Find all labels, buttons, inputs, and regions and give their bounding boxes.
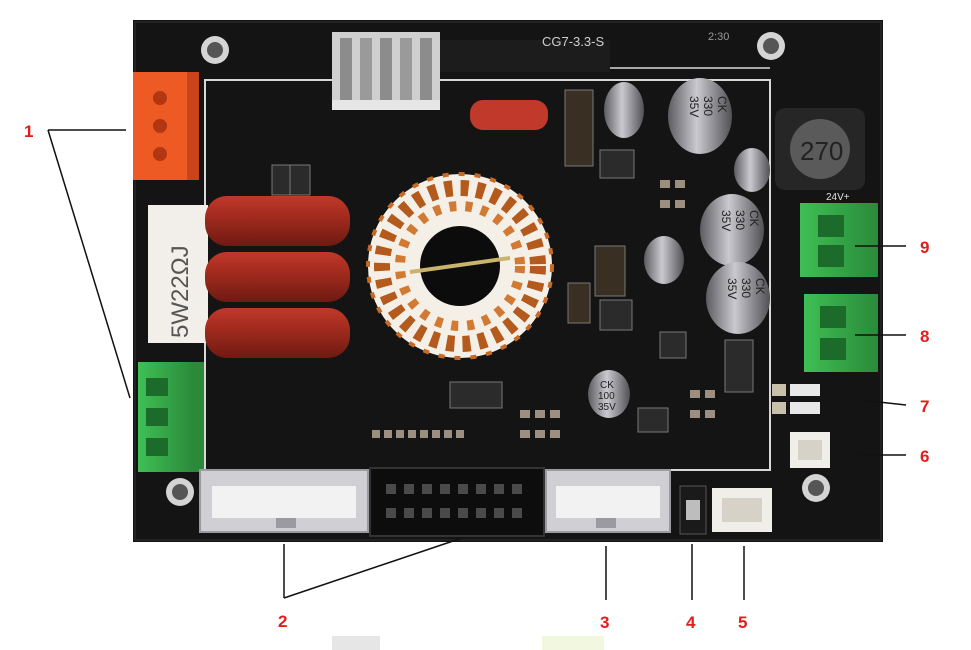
capacitor-small [734,148,770,192]
callout-5: 5 [738,613,747,632]
cap-text: 330 [701,96,715,116]
cap-text: 35V [719,210,733,231]
callout-6: 6 [920,447,929,466]
jst-connector [712,488,772,532]
power-resistor [205,196,350,246]
orange-terminal-block [133,72,199,180]
callout-8: 8 [920,327,929,346]
capacitor-small [604,82,644,138]
svg-text:35V: 35V [725,278,739,299]
svg-text:CK: CK [600,380,614,391]
svg-text:CK: CK [753,278,767,295]
cap-text: 330 [739,278,753,298]
heatsink [332,32,440,110]
green-terminal-3pin [138,362,204,472]
callout-1: 1 [24,122,33,141]
cap-text: 35V [598,402,616,413]
svg-text:35V: 35V [687,96,701,117]
svg-text:35V: 35V [719,210,733,231]
svg-text:CK: CK [747,210,761,227]
cement-resistor: 5W22ΩJ [148,205,208,343]
callout-3: 3 [600,613,609,632]
capacitor-large: CK 330 35V [706,262,770,334]
capacitor-large: CK 330 35V [668,78,732,154]
small-red-component [470,100,548,130]
svg-text:100: 100 [598,391,615,402]
bottom-artifact [542,636,604,650]
power-resistor [205,308,350,358]
mounting-hole [757,32,785,60]
smd-components [271,89,754,433]
silkscreen-code: 2:30 [708,31,729,43]
idc-header-black [369,467,545,537]
led-indicators [772,384,820,414]
small-jst-connector [790,432,830,468]
idc-header-grey-small [545,469,671,533]
inductor-label: 270 [800,136,843,166]
svg-text:35V: 35V [598,402,616,413]
smd-pads [372,180,715,438]
callout-9: 9 [920,238,929,257]
cap-text: CK [747,210,761,227]
capacitor-small: CK 100 35V [588,370,630,418]
silkscreen-model: CG7-3.3-S [542,34,604,49]
svg-text:330: 330 [733,210,747,230]
green-terminal-2pin: 24V+ [800,192,878,277]
green-terminal-2pin [804,294,878,372]
mounting-hole [166,478,194,506]
bottom-artifact [332,636,380,650]
power-label: 24V+ [826,192,850,203]
mounting-hole [802,474,830,502]
callout-7: 7 [920,397,929,416]
cap-text: 330 [733,210,747,230]
power-inductor: 270 [775,108,865,190]
svg-text:330: 330 [701,96,715,116]
callout-4: 4 [686,613,696,632]
svg-text:330: 330 [739,278,753,298]
toroid-inductor [366,172,554,360]
cap-text: CK [715,96,729,113]
callout-2: 2 [278,612,287,631]
slide-switch [679,485,707,535]
resistor-label: 5W22ΩJ [167,245,194,338]
cap-text: 35V [725,278,739,299]
cap-text: 100 [598,391,615,402]
cap-text: 35V [687,96,701,117]
power-resistor [205,252,350,302]
leader-lines [47,129,907,600]
idc-header-grey [199,469,369,533]
capacitor-large: CK 330 35V [700,194,764,266]
cap-text: CK [600,380,614,391]
svg-text:CK: CK [715,96,729,113]
capacitor-small [644,236,684,284]
mounting-hole [201,36,229,64]
cap-text: CK [753,278,767,295]
